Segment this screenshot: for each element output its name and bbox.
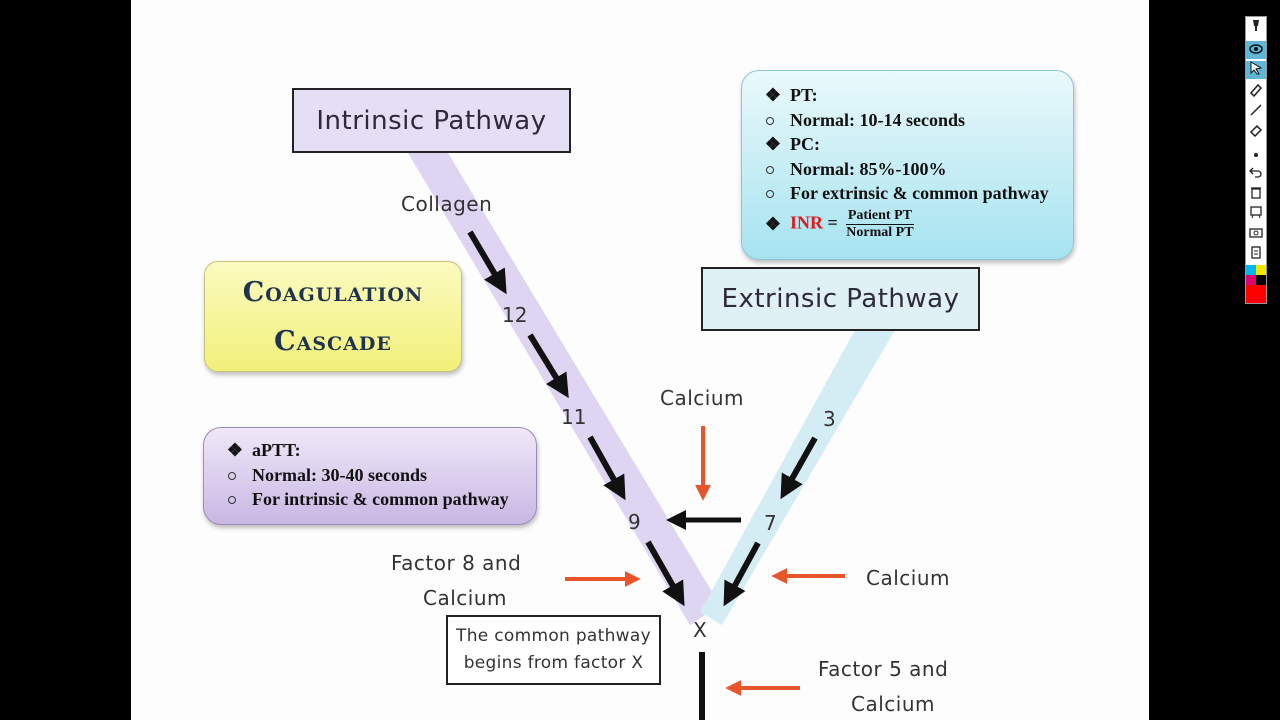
factor-x-label: X	[693, 618, 707, 642]
pt-info-box: ❖ PT: Normal: 10-14 seconds ❖ PC: Normal: …	[741, 70, 1074, 260]
factor5-label-line2: Calcium	[851, 692, 935, 716]
collagen-label: Collagen	[401, 192, 493, 216]
diamond-bullet-icon: ❖	[764, 134, 782, 154]
extrinsic-pathway-label: Extrinsic Pathway	[721, 284, 960, 314]
circle-bullet-icon	[766, 116, 774, 125]
inr-denominator: Normal PT	[846, 224, 914, 240]
arrow-7-to-x	[723, 541, 761, 607]
pc-note: For extrinsic & common pathway	[790, 183, 1049, 203]
circle-bullet-icon	[228, 496, 236, 504]
diamond-bullet-icon: ❖	[764, 85, 782, 105]
pen-icon[interactable]	[1246, 19, 1266, 37]
calcium-right-label: Calcium	[866, 566, 950, 590]
arrow-9-to-x	[645, 540, 685, 607]
calcium-top-label: Calcium	[660, 386, 744, 410]
factor-12-label: 12	[502, 303, 528, 327]
swatch-blue[interactable]	[1246, 265, 1256, 275]
factor-7-label: 7	[764, 511, 777, 535]
title-line-1: Coagulation	[242, 276, 424, 308]
common-note-line1: The common pathway	[456, 626, 651, 646]
factor-9-label: 9	[628, 510, 641, 534]
whiteboard-icon[interactable]	[1246, 205, 1266, 223]
factor-11-label: 11	[561, 405, 587, 429]
circle-bullet-icon	[766, 190, 774, 198]
slide: Intrinsic Pathway Extrinsic Pathway Coag…	[131, 0, 1149, 720]
swatch-magenta[interactable]	[1246, 275, 1256, 285]
common-note-line2: begins from factor X	[463, 653, 644, 673]
circle-bullet-icon	[766, 165, 774, 174]
arrow-12-to-11	[527, 333, 569, 399]
coagulation-cascade-title: Coagulation Cascade	[204, 261, 462, 372]
diamond-bullet-icon: ❖	[226, 440, 244, 460]
annotation-toolbar	[1245, 16, 1267, 304]
inr-numerator: Patient PT	[846, 207, 914, 225]
cascade-diagram	[408, 153, 895, 720]
eye-icon[interactable]	[1246, 41, 1266, 59]
intrinsic-pathway-box: Intrinsic Pathway	[292, 88, 571, 153]
line-icon[interactable]	[1246, 103, 1266, 121]
pt-heading: PT:	[790, 85, 818, 105]
common-pathway-note: The common pathway begins from factor X	[446, 615, 661, 685]
arrow-3-to-7	[780, 436, 818, 500]
intrinsic-pathway-label: Intrinsic Pathway	[316, 105, 547, 136]
aptt-normal: Normal: 30-40 seconds	[252, 464, 427, 485]
circle-bullet-icon	[228, 471, 236, 480]
extrinsic-pathway-box: Extrinsic Pathway	[701, 267, 980, 331]
clipboard-icon[interactable]	[1246, 245, 1266, 263]
dot-icon[interactable]	[1246, 145, 1266, 163]
pc-heading: PC:	[790, 134, 820, 154]
diamond-bullet-icon: ❖	[764, 213, 782, 234]
pc-normal: Normal: 85%-100%	[790, 158, 947, 179]
factor-3-label: 3	[823, 407, 836, 431]
inr-label: INR	[790, 212, 824, 233]
factor8-label-line1: Factor 8 and	[391, 551, 522, 575]
highlighter-icon[interactable]	[1246, 83, 1266, 101]
pointer-icon[interactable]	[1246, 61, 1266, 79]
swatch-red[interactable]	[1246, 285, 1266, 303]
eraser-icon[interactable]	[1246, 123, 1266, 141]
arrow-11-to-9	[587, 435, 626, 501]
aptt-info-box: ❖ aPTT: Normal: 30-40 seconds For intrins…	[203, 427, 537, 525]
factor5-label-line1: Factor 5 and	[818, 657, 949, 681]
swatch-black[interactable]	[1256, 275, 1266, 285]
aptt-note: For intrinsic & common pathway	[252, 489, 509, 509]
pt-normal: Normal: 10-14 seconds	[790, 109, 965, 130]
factor8-label-line2: Calcium	[423, 586, 507, 610]
swatch-yellow[interactable]	[1256, 265, 1266, 275]
aptt-heading: aPTT:	[252, 440, 301, 460]
arrow-collagen-to-12	[467, 230, 507, 295]
camera-icon[interactable]	[1246, 225, 1266, 243]
trash-icon[interactable]	[1246, 185, 1266, 203]
inr-equals: =	[827, 212, 838, 233]
title-line-2: Cascade	[274, 325, 392, 357]
undo-icon[interactable]	[1246, 165, 1266, 183]
inr-fraction: Patient PT Normal PT	[846, 207, 914, 241]
